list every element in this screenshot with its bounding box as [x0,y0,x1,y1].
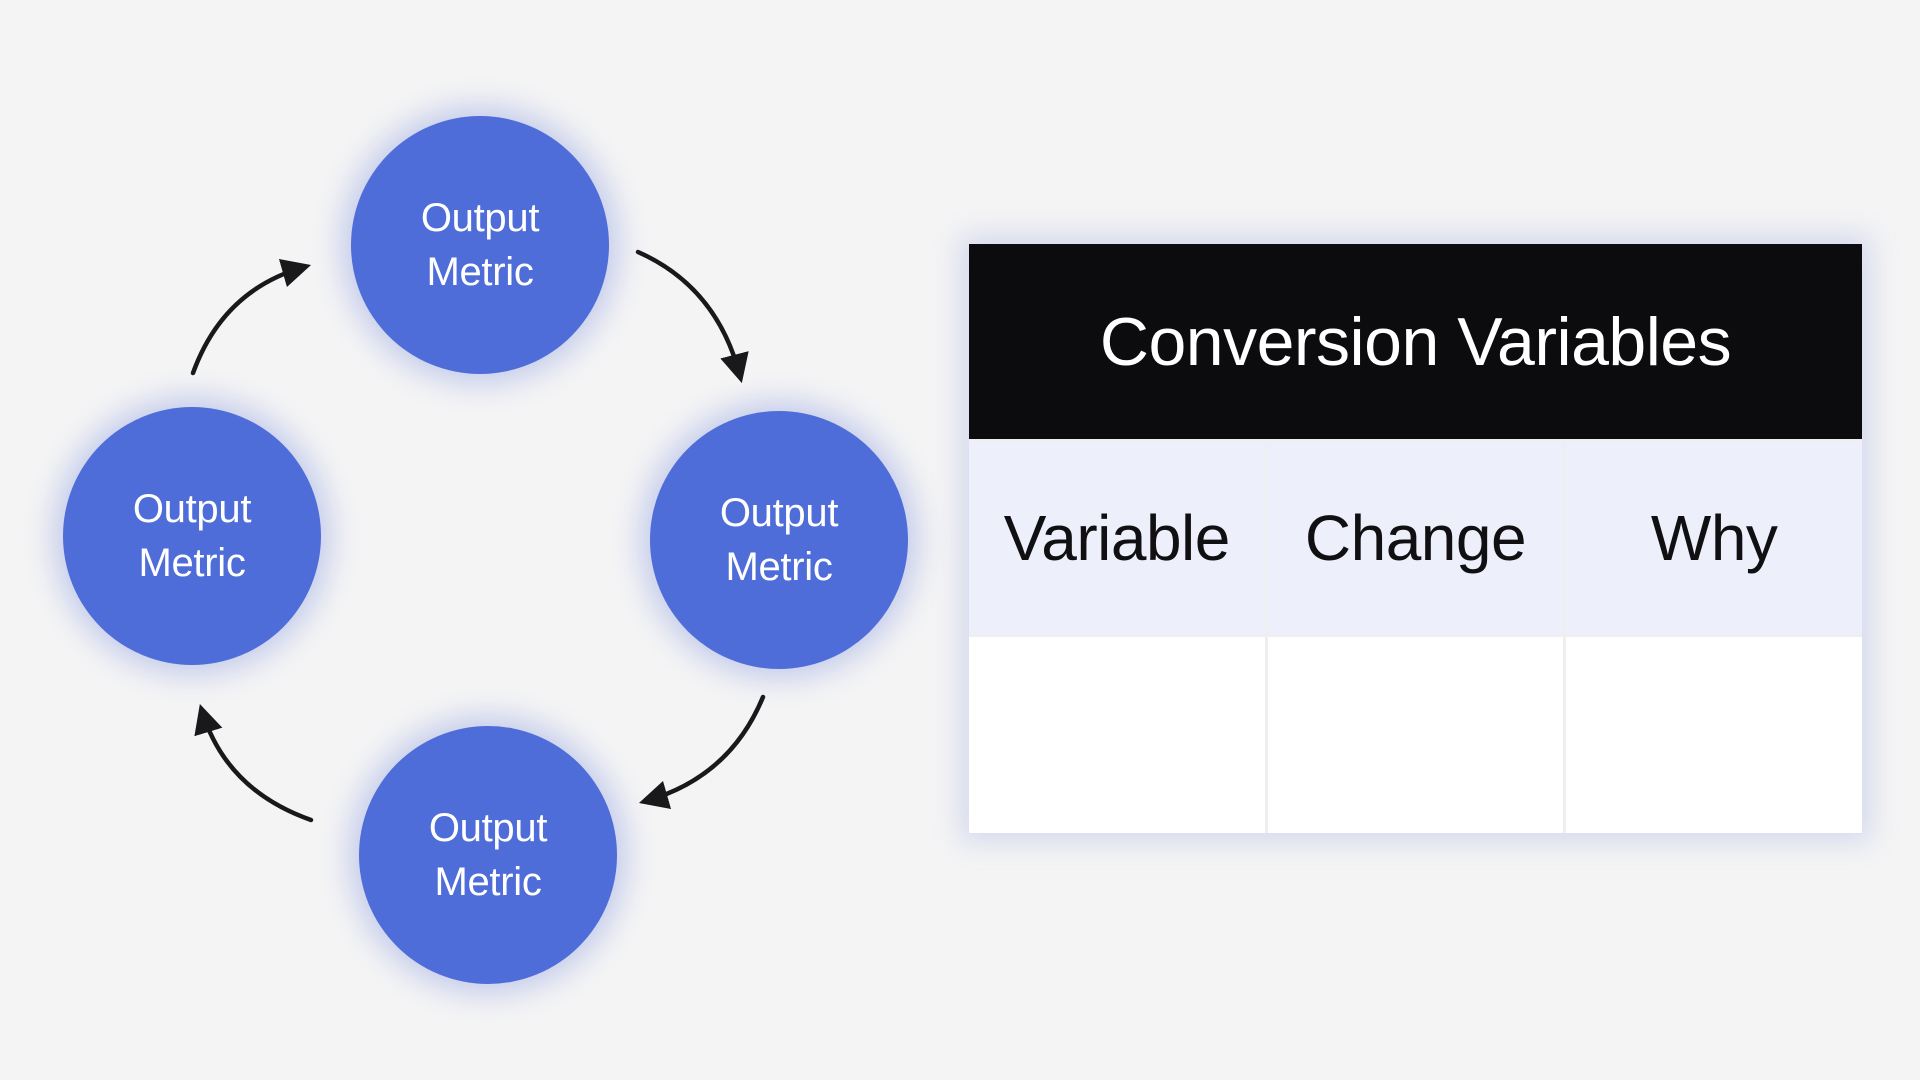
cycle-node-top: Output Metric [351,116,609,374]
cycle-arrow-left-to-top-icon [190,258,312,376]
cycle-node-label-line2: Metric [426,250,534,294]
table-cell-why[interactable] [1566,637,1862,833]
conversion-variables-table: Conversion Variables Variable Change Why [969,244,1862,833]
cycle-node-label-line2: Metric [138,541,246,585]
table-cell-variable[interactable] [969,637,1265,833]
cycle-node-left: Output Metric [63,407,321,665]
cycle-node-label-line2: Metric [434,860,542,904]
cycle-node-bottom: Output Metric [359,726,617,984]
column-header-change: Change [1267,442,1564,634]
table-title: Conversion Variables [969,244,1862,439]
cycle-node-label-line1: Output [428,806,548,850]
cycle-node-label-line1: Output [132,487,252,531]
cycle-arrow-right-to-bottom-icon [638,694,766,810]
table-header-row: Variable Change Why [969,442,1862,634]
cycle-node-label-line2: Metric [725,545,833,589]
column-header-variable: Variable [969,442,1265,634]
cycle-arrow-bottom-to-left-icon [194,704,314,823]
cycle-arrow-top-to-right-icon [635,249,749,384]
table-cell-change[interactable] [1267,637,1564,833]
cycle-node-label-line1: Output [420,196,540,240]
cycle-node-label-line1: Output [719,491,839,535]
cycle-node-right: Output Metric [650,411,908,669]
column-header-why: Why [1566,442,1862,634]
table-row [969,637,1862,833]
